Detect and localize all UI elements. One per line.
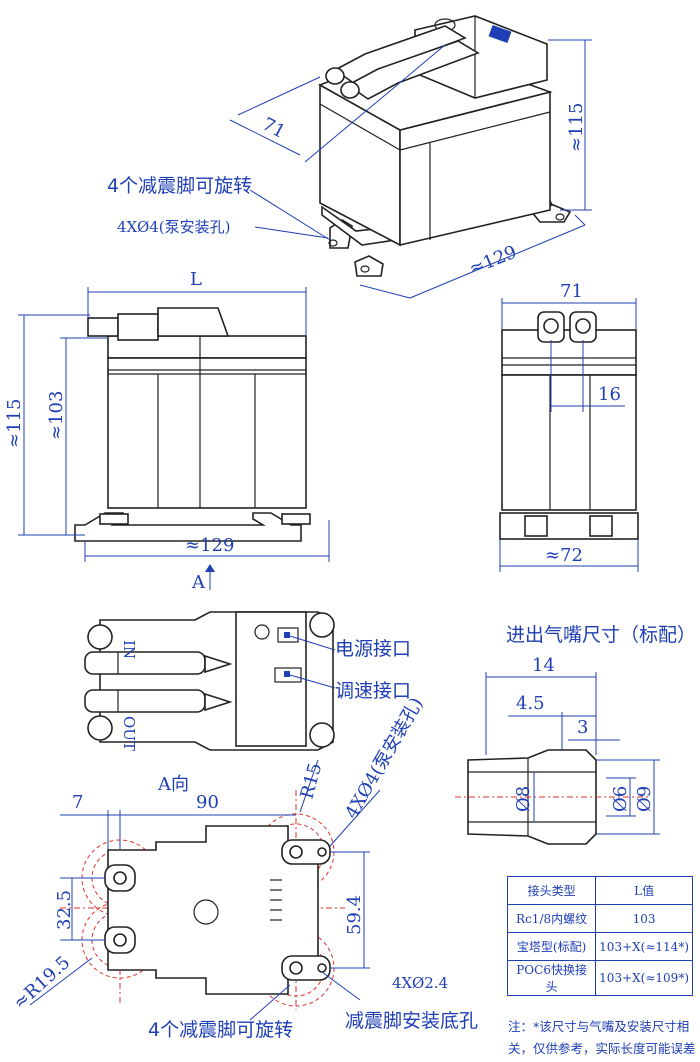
bottom-dim-90: 90: [196, 792, 219, 813]
nozzle-dim-14: 14: [532, 655, 555, 676]
iso-dim-71: 71: [259, 114, 289, 143]
front-dim-115: ≈115: [4, 399, 25, 448]
table-row: 宝塔型(标配) 103+X(≈114*): [506, 932, 693, 961]
bottom-dim-325: 32.5: [54, 890, 75, 930]
front-dim-L: L: [190, 269, 202, 290]
front-dim-129: ≈129: [185, 535, 234, 556]
bottom-dir-label: A向: [157, 774, 189, 795]
nozzle-dim-6: Ø6: [610, 786, 631, 812]
iso-dim-115: ≈115: [566, 103, 587, 152]
top-power-label: 电源接口: [335, 638, 411, 660]
front-view: L ≈115 ≈103 ≈129 A: [4, 269, 330, 593]
table-cell: 103+X(≈109*): [595, 960, 693, 996]
side-dim-16: 16: [598, 384, 621, 405]
table-cell: POC6快换接头: [506, 960, 597, 996]
table-cell: 宝塔型(标配): [506, 932, 597, 961]
iso-label-feet: 4个减震脚可旋转: [107, 175, 252, 197]
table-row: 接头类型 L值: [506, 876, 693, 905]
top-in-label: IN: [120, 640, 138, 659]
nozzle-title: 进出气嘴尺寸（标配）: [506, 624, 696, 646]
table-cell: 103+X(≈114*): [595, 932, 693, 961]
l-value-table: 接头类型 L值 Rc1/8内螺纹 103 宝塔型(标配) 103+X(≈114*…: [506, 876, 693, 996]
bottom-dim-7: 7: [72, 792, 83, 813]
bottom-label-mount: 减震脚安装底孔: [345, 1010, 478, 1032]
footnote: 注：*该尺寸与气嘴及安装尺寸相关，仅供参考，实际长度可能误差几毫米。: [508, 1019, 696, 1056]
table-row: Rc1/8内螺纹 103: [506, 904, 693, 933]
front-dim-103: ≈103: [46, 391, 67, 440]
bottom-dim-24: 4XØ2.4: [392, 974, 448, 992]
top-speed-label: 调速接口: [335, 680, 411, 702]
side-dim-71: 71: [560, 281, 583, 302]
bottom-label-feet: 4个减震脚可旋转: [148, 1019, 293, 1041]
table-row: POC6快换接头 103+X(≈109*): [506, 960, 693, 996]
bottom-dim-594: 59.4: [344, 895, 365, 935]
table-header-cell: L值: [595, 876, 693, 905]
top-view: IN OUT 电源接口 调速接口: [84, 611, 411, 751]
table-cell: Rc1/8内螺纹: [506, 904, 597, 933]
iso-dim-129: ≈129: [466, 242, 520, 280]
bottom-dim-holes: 4XØ4(泵安装孔): [341, 694, 427, 822]
table-cell: 103: [595, 904, 693, 933]
iso-view: 71 ≈115 ≈129 4个减震脚可旋转 4XØ4(泵安装孔): [107, 15, 592, 299]
table-header-cell: 接头类型: [506, 876, 597, 905]
iso-label-holes: 4XØ4(泵安装孔): [117, 218, 231, 236]
front-arrow-A: A: [191, 572, 206, 593]
nozzle-dim-8: Ø8: [513, 786, 534, 812]
side-dim-72: ≈72: [545, 545, 583, 566]
nozzle-detail: 进出气嘴尺寸（标配） 14 4.5 3 Ø8 Ø6 Ø9: [455, 624, 696, 845]
nozzle-dim-3: 3: [577, 717, 588, 738]
bottom-dim-R195: ≈R19.5: [9, 952, 74, 1014]
bottom-dim-R15: R15: [297, 761, 327, 802]
nozzle-dim-9: Ø9: [634, 786, 655, 812]
nozzle-dim-45: 4.5: [516, 693, 545, 714]
top-out-label: OUT: [120, 716, 138, 751]
side-view: 71 16 ≈72: [499, 281, 639, 572]
